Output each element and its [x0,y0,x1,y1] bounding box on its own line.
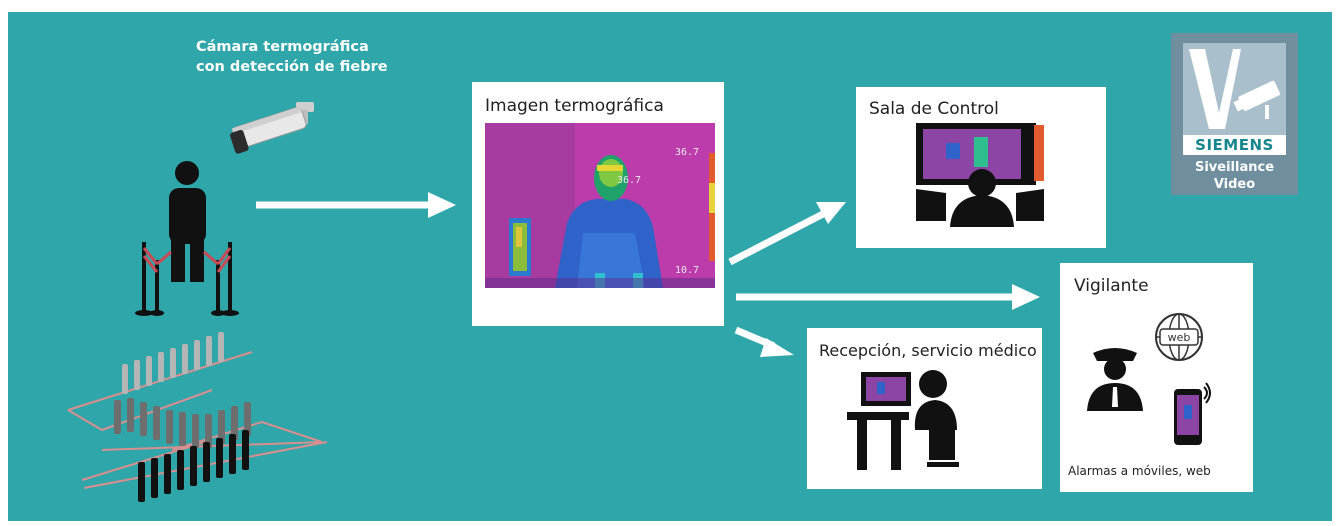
arrow-head-to-reception [760,338,794,357]
guard-panel: Vigilante web Alarmas a móviles, web [1060,263,1253,492]
desk-icon [847,370,959,470]
phone-icon [1174,382,1211,445]
thermal-panel-title: Imagen termográfica [485,96,664,116]
guard-caption: Alarmas a móviles, web [1068,464,1211,478]
arrow-head-to-thermal [428,192,456,218]
flow-arrows [256,192,1040,357]
barrier-icon [135,242,239,316]
thermal-readout-1: 36.7 [675,147,699,158]
guard-title: Vigilante [1074,276,1149,296]
siemens-logo: SIEMENS Siveillance Video [1171,33,1298,195]
queue-icon [67,332,328,502]
thermal-readout-3: 10.7 [675,265,699,276]
reception-operator-icon [919,370,947,398]
thermal-image: 36.7 36.7 10.7 [485,123,715,288]
diagram-canvas: Cámara termográfica con detección de fie… [8,12,1332,521]
reception-panel: Recepción, servicio médico [807,328,1042,489]
camera-caption: Cámara termográfica con detección de fie… [196,37,396,77]
arrow-head-to-control-room [816,202,846,224]
person-icon [135,161,239,316]
camera-caption-line2: con detección de fiebre [196,59,388,75]
thermal-camera-icon [230,102,314,154]
thermal-image-panel: Imagen termográfica 36.7 36.7 10.7 [472,82,724,326]
control-room-panel: Sala de Control [856,87,1106,248]
arrow-head-to-guard [1012,284,1040,310]
logo-line2: Video [1213,177,1256,192]
guard-icon [1087,348,1143,411]
reception-title: Recepción, servicio médico [819,341,1037,360]
control-room-title: Sala de Control [869,99,999,119]
thermal-readout-2: 36.7 [617,175,641,186]
globe-icon: web [1155,313,1203,361]
logo-graphic [1183,43,1286,147]
operator-icon [968,169,996,197]
camera-caption-line1: Cámara termográfica [196,39,369,55]
monitor-icon [916,123,1044,227]
web-label: web [1168,331,1191,344]
camera-logo-icon [1189,49,1281,129]
logo-brand: SIEMENS [1183,135,1286,155]
logo-line1: Siveillance [1194,160,1275,175]
arrow-to-control-room [728,210,825,266]
